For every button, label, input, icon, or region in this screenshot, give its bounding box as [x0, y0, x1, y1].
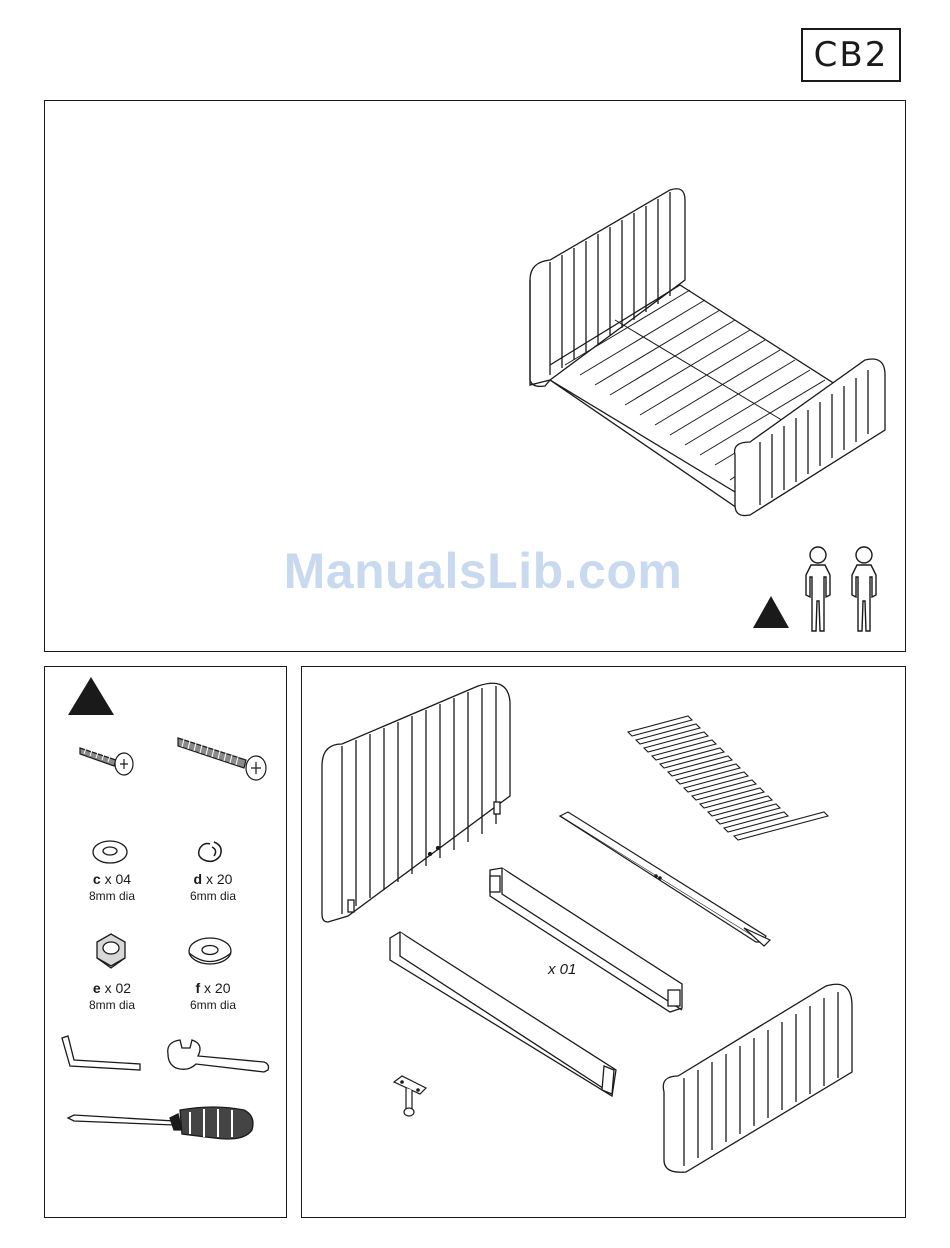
hardware-d-size: 6mm dia — [168, 889, 258, 903]
assembled-bed-illustration — [520, 180, 890, 520]
screwdriver-icon — [64, 1100, 260, 1146]
warning-triangle-icon — [66, 675, 116, 717]
hardware-d-letter: d — [194, 871, 203, 887]
long-bolt-icon — [176, 734, 272, 782]
hardware-f-label: f x 20 — [168, 980, 258, 996]
hardware-f-qty: x 20 — [200, 980, 230, 996]
hex-nut-icon — [91, 932, 131, 970]
hardware-f-size: 6mm dia — [168, 998, 258, 1012]
hardware-c-letter: c — [93, 871, 101, 887]
two-person-assembly-icon — [798, 545, 890, 635]
brand-logo: CB2 — [801, 28, 901, 82]
bed-leg-bracket-illustration — [392, 1074, 428, 1120]
warning-triangle-icon — [751, 594, 791, 630]
hardware-c-qty: x 04 — [101, 871, 131, 887]
flat-washer-6mm-icon — [186, 934, 234, 970]
footboard-part-illustration — [656, 976, 856, 1176]
hardware-d-qty: x 20 — [202, 871, 232, 887]
wrench-icon — [164, 1036, 272, 1076]
short-screw-icon — [78, 742, 138, 776]
hardware-e-qty: x 02 — [101, 980, 131, 996]
spring-washer-icon — [192, 838, 226, 866]
hardware-c-label: c x 04 — [67, 871, 157, 887]
hardware-e-label: e x 02 — [67, 980, 157, 996]
hardware-e-size: 8mm dia — [67, 998, 157, 1012]
watermark: ManualsLib.com — [268, 542, 698, 600]
footboard-rail-illustration — [386, 930, 622, 1098]
hardware-d-label: d x 20 — [168, 871, 258, 887]
flat-washer-8mm-icon — [90, 838, 130, 868]
allen-key-icon — [58, 1034, 144, 1074]
brand-logo-text: CB2 — [814, 35, 889, 75]
hardware-c-size: 8mm dia — [67, 889, 157, 903]
hardware-e-letter: e — [93, 980, 101, 996]
